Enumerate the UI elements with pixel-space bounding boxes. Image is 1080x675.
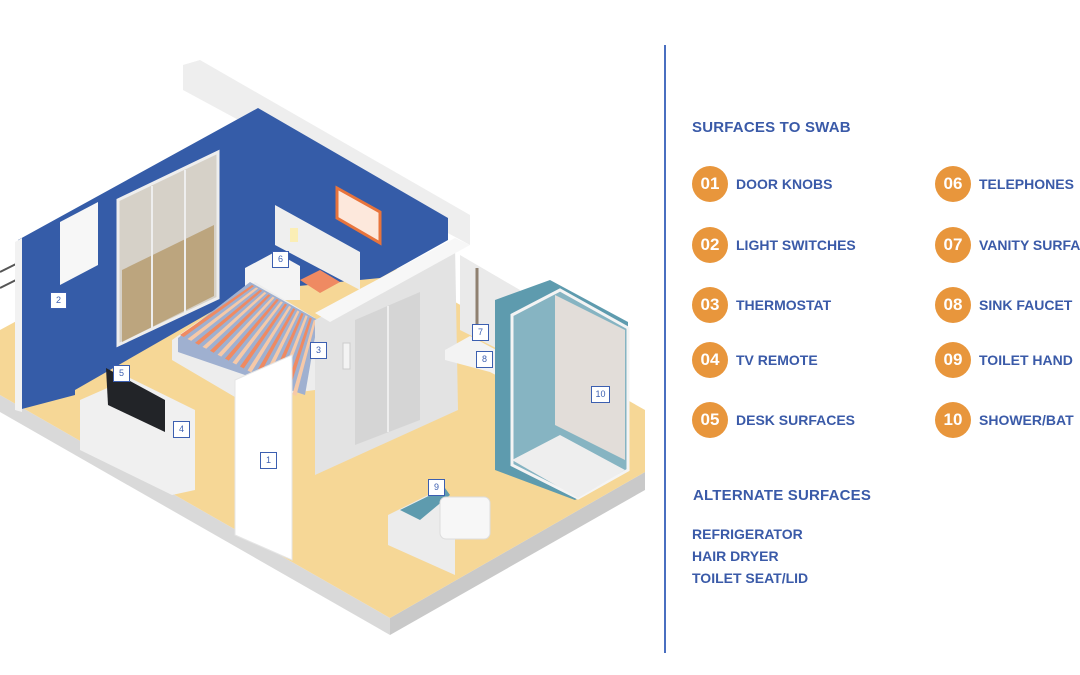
blanket-stripe [255,308,296,377]
number-badge: 06 [935,166,971,202]
surface-item: 08 SINK FAUCET [935,287,1072,323]
number-badge: 01 [692,166,728,202]
marker-8: 8 [476,351,493,368]
surface-item: 05 DESK SURFACES [692,402,855,438]
blanket-stripe [195,289,263,345]
surface-label: DOOR KNOBS [736,176,833,192]
surface-label: TV REMOTE [736,352,818,368]
blanket-stripe [217,296,275,357]
marker-2: 2 [50,292,67,309]
blue-wall-edge [15,238,22,412]
marker-10: 10 [591,386,610,403]
surface-label: TELEPHONES [979,176,1074,192]
marker-1: 1 [260,452,277,469]
surface-label: VANITY SURFA [979,237,1080,253]
marker-3: 3 [310,342,327,359]
number-badge: 07 [935,227,971,263]
surface-label: LIGHT SWITCHES [736,237,856,253]
surface-item: 10 SHOWER/BAT [935,402,1074,438]
marker-9: 9 [428,479,445,496]
surface-item: 04 TV REMOTE [692,342,818,378]
wardrobe-glass-lower [122,225,214,342]
panel-divider [664,45,666,653]
surface-item: 07 VANITY SURFA [935,227,1080,263]
number-badge: 10 [935,402,971,438]
blanket-stripe [240,303,288,369]
toilet-partition-tile [400,488,450,520]
surface-label: THERMOSTAT [736,297,832,313]
toilet-partition [388,495,455,575]
surface-label: SHOWER/BAT [979,412,1074,428]
number-badge: 05 [692,402,728,438]
shower-tray [512,435,625,498]
blanket-stripe [247,305,292,373]
blanket-stripe [262,310,300,381]
surface-item: 01 DOOR KNOBS [692,166,832,202]
shower-back [555,295,625,460]
blanket-stripe [202,291,267,349]
toilet [439,496,491,540]
marker-6: 6 [272,251,289,268]
surface-item: 02 LIGHT SWITCHES [692,227,856,263]
alternate-item: REFRIGERATOR [692,526,803,542]
partition-top [315,238,470,322]
surface-label: SINK FAUCET [979,297,1073,313]
tv-desk [80,378,195,495]
balcony-window [60,202,98,285]
number-badge: 03 [692,287,728,323]
alternate-item: TOILET SEAT/LID [692,570,809,586]
pillow [300,270,340,293]
blanket-stripe [187,287,259,341]
marker-5: 5 [113,365,130,382]
headboard [275,205,360,290]
bed-blanket [180,285,316,397]
blanket-stripe [232,301,283,365]
hotel-room-illustration [0,60,645,635]
blanket-stripe [225,298,279,361]
number-badge: 04 [692,342,728,378]
surface-label: DESK SURFACES [736,412,856,428]
blanket-stripe [292,319,316,397]
number-badge: 09 [935,342,971,378]
number-badge: 08 [935,287,971,323]
surface-item: 06 TELEPHONES [935,166,1074,202]
blanket-stripe [210,294,271,353]
surface-item: 09 TOILET HAND [935,342,1073,378]
number-badge: 02 [692,227,728,263]
floor-slab-right [390,472,645,635]
marker-4: 4 [173,421,190,438]
alternate-title: ALTERNATE SURFACES [693,487,872,504]
surfaces-title: SURFACES TO SWAB [692,119,851,136]
surface-label: TOILET HAND [979,352,1073,368]
tv [106,368,165,432]
surface-item: 03 THERMOSTAT [692,287,831,323]
blanket-stripe [180,285,255,337]
marker-7: 7 [472,324,489,341]
alternate-item: HAIR DRYER [692,548,779,564]
picture-frame [335,185,382,246]
